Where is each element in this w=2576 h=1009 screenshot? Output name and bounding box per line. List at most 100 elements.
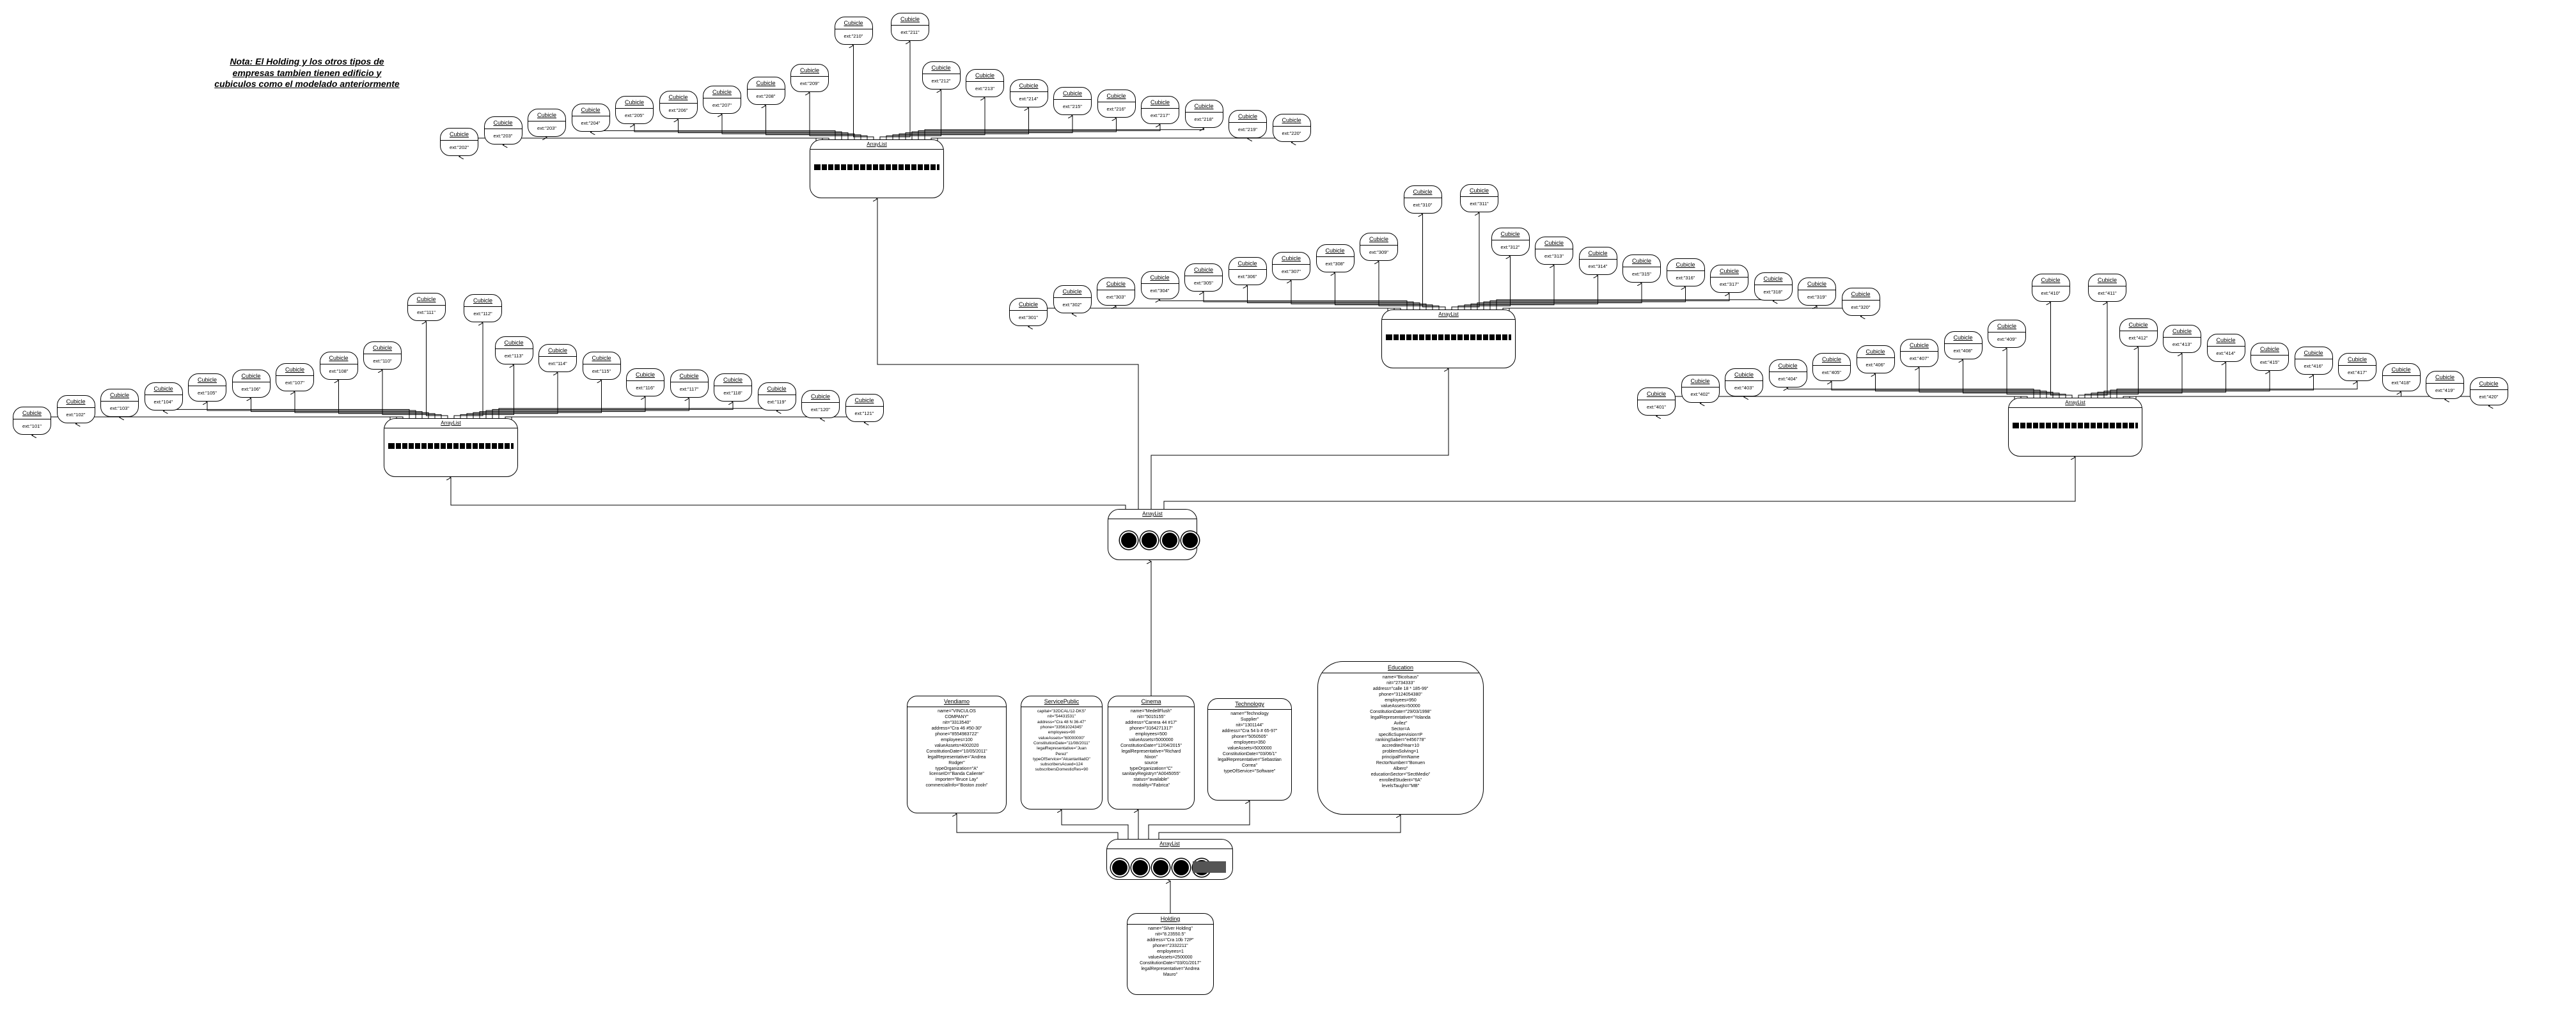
cubicle-extension: ext:"220" bbox=[1282, 130, 1301, 136]
education-object[interactable]: Education name="Bicolsaus" nit="2734333"… bbox=[1317, 661, 1484, 815]
cubicle-arraylist-floor-3[interactable]: ArrayList bbox=[1381, 309, 1516, 368]
cubicle-arraylist-floor-2[interactable]: ArrayList bbox=[810, 139, 944, 198]
bar-slot-divider bbox=[484, 443, 485, 449]
cubicle-arraylist-floor-4[interactable]: ArrayList bbox=[2008, 398, 2142, 457]
cubicle-extension: ext:"203" bbox=[537, 125, 556, 131]
vendiamo-object[interactable]: Vendiamo name="VINCULOS COMPANY" nit="33… bbox=[907, 696, 1007, 813]
vendiamo-title: Vendiamo bbox=[907, 696, 1006, 707]
cubicle-arraylist-floor-1[interactable]: ArrayList bbox=[384, 418, 518, 477]
holding-object[interactable]: Holding name="Silver Holding" nit="8.235… bbox=[1127, 913, 1214, 995]
servicepublic-object[interactable]: ServicePublic capital="32DCAL/12-DKS" ni… bbox=[1021, 696, 1103, 810]
technology-object[interactable]: Technology name="Technology Supplier" ni… bbox=[1207, 698, 1292, 801]
bar-slot-divider bbox=[840, 164, 841, 170]
building-arraylist[interactable]: ArrayList bbox=[1108, 509, 1199, 560]
cinema-object[interactable]: Cinema name="MedellFlush" nit="5015155" … bbox=[1108, 696, 1195, 810]
bar-slot-divider bbox=[395, 443, 396, 449]
cubicle-connector bbox=[503, 137, 823, 165]
company-arraylist[interactable]: ArrayList bbox=[1106, 839, 1233, 880]
cubicle-extension: ext:"116" bbox=[636, 385, 655, 391]
